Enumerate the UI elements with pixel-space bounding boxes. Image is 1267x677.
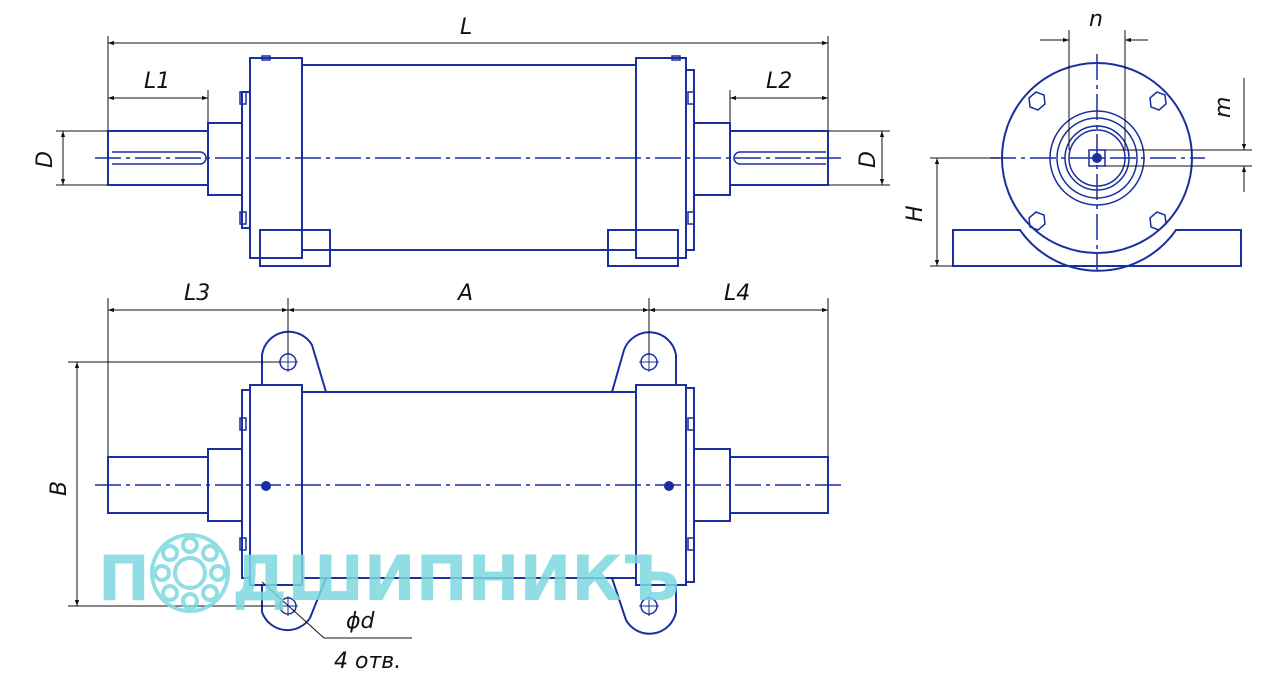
left-foot (259, 229, 331, 267)
side-bolt-1 (1028, 91, 1046, 111)
dim-label-A: A (456, 281, 473, 306)
mount-hole-1 (278, 352, 298, 372)
dim-label-n: n (1089, 7, 1103, 32)
watermark-word: ДШИПНИКЪ (232, 542, 680, 615)
mount-hole-2 (639, 352, 659, 372)
dim-label-D-left: D (33, 151, 58, 168)
front-dimensions (56, 36, 890, 186)
dim-label-L3: L3 (184, 281, 210, 306)
dim-label-L1: L1 (144, 69, 170, 94)
side-bolt-4 (1149, 211, 1167, 231)
dim-label-L: L (460, 15, 472, 40)
bearing-icon (150, 533, 230, 613)
right-foot (607, 229, 679, 267)
dim-label-m: m (1211, 97, 1236, 118)
dim-label-H: H (903, 205, 928, 222)
dim-label-L4: L4 (724, 281, 750, 306)
side-bolt-2 (1149, 91, 1167, 111)
side-base (952, 229, 1242, 272)
watermark-letter-p: П (98, 542, 150, 615)
dim-label-d: ϕd (346, 609, 376, 634)
mount-hole-4 (639, 596, 659, 616)
side-bolt-3 (1028, 211, 1046, 231)
front-view (107, 55, 829, 267)
dim-label-B: B (47, 481, 72, 496)
dim-label-holes: 4 отв. (334, 649, 401, 674)
side-dimensions (930, 30, 1252, 267)
watermark-logo: П ДШИПНИКЪ (98, 533, 680, 615)
dim-label-L2: L2 (766, 69, 792, 94)
dim-label-D-right: D (856, 151, 881, 168)
